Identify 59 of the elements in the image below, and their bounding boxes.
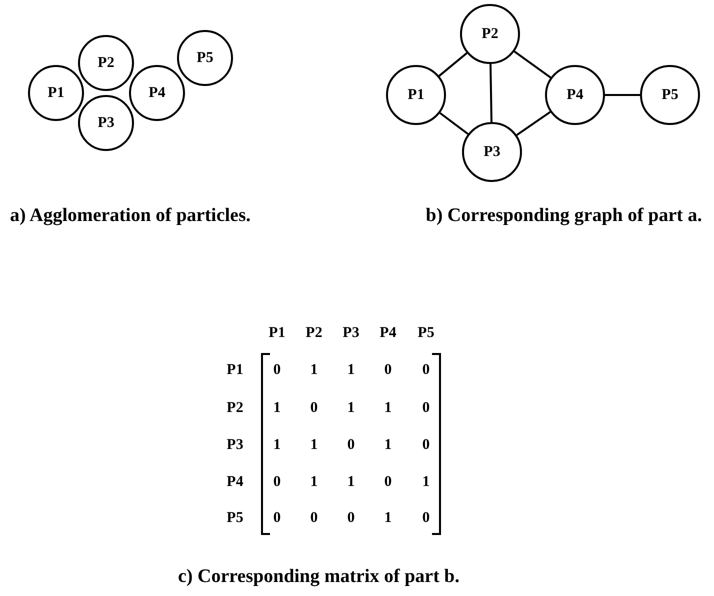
row-header: P5 bbox=[226, 509, 244, 527]
connector-line bbox=[605, 94, 640, 96]
node-label: P2 bbox=[482, 26, 498, 42]
column-header: P1 bbox=[268, 324, 286, 342]
column-header: P4 bbox=[378, 324, 398, 342]
connector-line bbox=[514, 50, 552, 78]
matrix-cell-text: 0 bbox=[272, 473, 282, 491]
particle-circle bbox=[78, 35, 134, 91]
node-label: P4 bbox=[566, 86, 584, 104]
row-header: P3 bbox=[226, 436, 244, 454]
matrix-cell-text: 1 bbox=[383, 509, 393, 527]
matrix-cell-text: 1 bbox=[346, 361, 356, 379]
matrix-cell-text: 0 bbox=[272, 361, 282, 379]
node-label: P1 bbox=[48, 84, 64, 102]
matrix-cell-text: 0 bbox=[346, 509, 356, 527]
particle-circle bbox=[177, 30, 233, 86]
matrix-cell-text: 0 bbox=[421, 399, 431, 417]
matrix-cell-text: 0 bbox=[383, 473, 393, 491]
column-header: P5 bbox=[416, 324, 436, 342]
row-header: P2 bbox=[226, 399, 244, 417]
caption: c) Corresponding matrix of part b. bbox=[178, 566, 460, 588]
matrix-cell-text: 1 bbox=[346, 473, 356, 491]
row-header: P4 bbox=[226, 473, 244, 491]
connector-line bbox=[439, 112, 469, 135]
matrix-cell-text: 0 bbox=[346, 436, 356, 454]
connector-line bbox=[490, 64, 492, 122]
particle-circle bbox=[78, 95, 134, 151]
caption: b) Corresponding graph of part a. bbox=[426, 205, 702, 227]
node-label: P4 bbox=[148, 84, 166, 102]
matrix-cell-text: 0 bbox=[421, 436, 431, 454]
matrix-cell-text: 1 bbox=[309, 473, 319, 491]
column-header: P3 bbox=[342, 324, 360, 342]
node-label: P2 bbox=[98, 54, 114, 72]
matrix-cell-text: 0 bbox=[421, 509, 431, 527]
node-label: P1 bbox=[408, 86, 424, 104]
column-header: P2 bbox=[304, 324, 324, 342]
matrix-cell-text: 1 bbox=[383, 436, 393, 454]
matrix-cell-text: 0 bbox=[421, 361, 431, 379]
matrix-cell-text: 0 bbox=[309, 399, 319, 417]
matrix-cell-text: 1 bbox=[272, 399, 282, 417]
particle-circle bbox=[129, 65, 185, 121]
connector-line bbox=[438, 52, 468, 77]
matrix-cell-text: 0 bbox=[309, 509, 319, 527]
matrix-cell-text: 1 bbox=[309, 361, 319, 379]
node-label: P5 bbox=[662, 86, 678, 104]
particle-circle bbox=[28, 65, 84, 121]
row-header: P1 bbox=[226, 361, 244, 379]
node-label: P3 bbox=[98, 114, 114, 132]
matrix-cell-text: 1 bbox=[421, 473, 431, 491]
caption: a) Agglomeration of particles. bbox=[10, 205, 251, 227]
matrix-cell-text: 0 bbox=[383, 361, 393, 379]
matrix-cell-text: 1 bbox=[272, 436, 282, 454]
matrix-cell-text: 1 bbox=[383, 399, 393, 417]
connector-line bbox=[516, 111, 551, 136]
node-label: P5 bbox=[196, 50, 214, 66]
matrix-cell-text: 0 bbox=[272, 509, 282, 527]
node-label: P3 bbox=[484, 144, 500, 160]
matrix-cell-text: 1 bbox=[309, 436, 319, 454]
matrix-cell-text: 1 bbox=[346, 399, 356, 417]
